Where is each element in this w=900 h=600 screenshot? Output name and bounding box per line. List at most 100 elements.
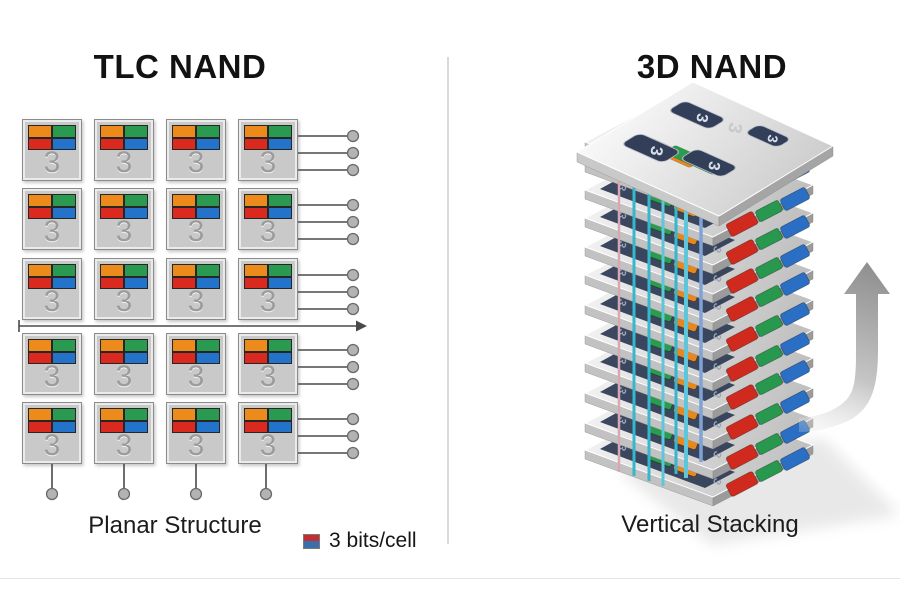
layer-chip	[755, 403, 783, 425]
cell-value: 3	[115, 360, 133, 393]
bit-blocks	[172, 264, 220, 289]
layer-chip	[725, 414, 759, 440]
bit-block-green	[268, 194, 292, 207]
bit-block-green	[268, 339, 292, 352]
wordline-terminal	[346, 198, 360, 212]
layer-value: 3	[710, 389, 723, 400]
layer-chip	[755, 315, 783, 337]
planar-structure-caption: Planar Structure	[88, 512, 262, 539]
layer-chip	[780, 332, 810, 356]
bit-block-red	[28, 276, 52, 289]
bit-blocks	[100, 339, 148, 364]
bit-block-red	[100, 420, 124, 433]
bit-block-green	[52, 194, 76, 207]
cell-value: 3	[187, 146, 205, 179]
cell-value: 3	[43, 285, 61, 318]
bit-block-orange	[28, 125, 52, 138]
layer-chip	[780, 272, 810, 296]
bit-block-blue	[124, 137, 148, 150]
bit-block-red	[28, 420, 52, 433]
bottom-hairline	[0, 578, 900, 579]
tlc-nand-title: TLC NAND	[93, 48, 267, 85]
cell-value: 3	[43, 146, 61, 179]
layer-value: 3	[710, 244, 723, 255]
cell-value: 3	[115, 285, 133, 318]
swatch-red-half	[304, 534, 319, 541]
bit-block-orange	[172, 264, 196, 277]
cell-value: 3	[259, 215, 277, 248]
bit-block-green	[196, 125, 220, 138]
wordline-terminal	[346, 446, 360, 460]
bit-block-orange	[244, 264, 268, 277]
bit-block-orange	[244, 125, 268, 138]
cap-chip-value: 3	[704, 160, 722, 172]
layer-chip	[725, 356, 759, 382]
bit-block-green	[196, 264, 220, 277]
layer-value: 3	[615, 210, 628, 221]
bit-blocks	[28, 264, 76, 289]
layer-value: 3	[615, 327, 628, 338]
bit-block-green	[268, 408, 292, 421]
cap-chip	[746, 125, 790, 147]
bit-block-blue	[196, 206, 220, 219]
bit-block-blue	[52, 206, 76, 219]
bit-block-orange	[244, 408, 268, 421]
bit-blocks	[172, 194, 220, 219]
wordline-terminal	[346, 343, 360, 357]
layer-value: 3	[615, 415, 628, 426]
cell-value: 3	[43, 429, 61, 462]
bit-block-green	[124, 125, 148, 138]
bit-block-red	[244, 137, 268, 150]
bit-block-blue	[196, 276, 220, 289]
layer-value: 3	[615, 355, 628, 366]
bit-block-blue	[268, 276, 292, 289]
memory-cell: 3	[22, 119, 82, 181]
bit-block-red	[172, 276, 196, 289]
wordline-terminal	[346, 268, 360, 282]
bit-block-red	[28, 351, 52, 364]
bit-block-orange	[172, 339, 196, 352]
layer-chip	[780, 447, 810, 471]
cell-value: 3	[187, 429, 205, 462]
bitline-terminal	[189, 487, 203, 501]
bit-block-red	[244, 420, 268, 433]
layer-chip	[755, 285, 783, 307]
bit-block-red	[172, 137, 196, 150]
bit-block-blue	[124, 206, 148, 219]
layer-chip	[755, 345, 783, 367]
swatch-blue-half	[304, 541, 319, 548]
bit-block-orange	[172, 125, 196, 138]
layer-chip	[725, 211, 759, 237]
layer-value: 3	[615, 385, 628, 396]
cap-chip-value: 3	[646, 145, 666, 158]
bit-block-blue	[124, 420, 148, 433]
wordline-terminal	[346, 377, 360, 391]
layer-chip	[780, 302, 810, 326]
bit-block-blue	[52, 137, 76, 150]
layer-value: 3	[710, 419, 723, 430]
bit-block-orange	[244, 194, 268, 207]
layer-chip	[725, 384, 759, 410]
cell-value: 3	[187, 285, 205, 318]
bit-blocks	[100, 125, 148, 150]
cell-value: 3	[259, 360, 277, 393]
bit-block-orange	[172, 194, 196, 207]
bit-blocks	[28, 339, 76, 364]
cap-chip-value: 3	[764, 134, 781, 145]
cap-chip	[682, 149, 736, 177]
bit-block-green	[52, 264, 76, 277]
cell-value: 3	[259, 285, 277, 318]
bit-blocks	[28, 125, 76, 150]
memory-cell: 3	[166, 402, 226, 464]
memory-cell: 3	[166, 258, 226, 320]
memory-cell: 3	[238, 119, 298, 181]
bit-block-orange	[100, 194, 124, 207]
layer-chip	[755, 228, 783, 250]
layer-chip	[780, 215, 810, 239]
bit-block-green	[196, 339, 220, 352]
memory-cell: 3	[22, 188, 82, 250]
wordline-terminal	[346, 285, 360, 299]
layer-value: 3	[710, 449, 723, 460]
